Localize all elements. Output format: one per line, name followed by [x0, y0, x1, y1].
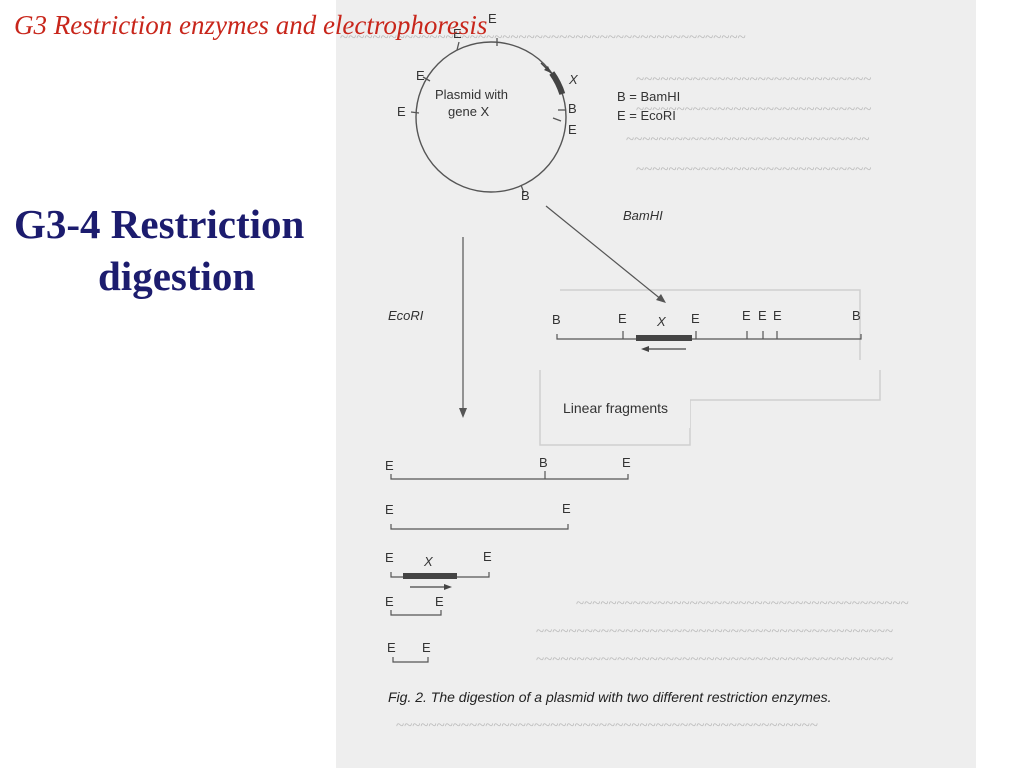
ecori-fragment-2-label-e2: E	[562, 501, 571, 516]
plasmid-label-line-2: gene X	[448, 104, 490, 119]
legend-ecori: E = EcoRI	[617, 108, 676, 123]
ecori-fragment-4-label-e1: E	[385, 594, 394, 609]
site-label-e1: E	[453, 26, 462, 41]
ecori-fragment-2-line	[390, 524, 569, 530]
plasmid-label-line-1: Plasmid with	[435, 87, 508, 102]
site-label-e3: E	[397, 104, 406, 119]
slide-title-line-2: digestion	[98, 253, 256, 299]
bamhi-linear-fragment: B E X E E E E B	[552, 308, 862, 352]
ecori-fragment-4-line	[390, 610, 442, 616]
linear-fragments-label-bg	[548, 390, 690, 428]
ecori-fragment-1: E B E	[385, 455, 631, 480]
ecori-fragment-4: E E	[385, 594, 444, 616]
ecori-fragment-1-label-e2: E	[622, 455, 631, 470]
bamhi-fragment-label-e2: E	[691, 311, 700, 326]
site-label-b1: B	[568, 101, 577, 116]
ecori-fragment-3-gene-arrowhead	[444, 584, 452, 590]
bamhi-fragment-label-e1: E	[618, 311, 627, 326]
slide-header: G3 Restriction enzymes and electrophores…	[14, 10, 488, 40]
ecori-arrowhead	[459, 408, 467, 418]
site-tick-e3	[410, 111, 420, 114]
ecori-fragment-3-label-e2: E	[483, 549, 492, 564]
bamhi-arrow	[545, 205, 663, 301]
gene-x-label: X	[568, 72, 579, 87]
gene-x-segment	[549, 71, 566, 95]
bamhi-fragment-label-e5: E	[773, 308, 782, 323]
scanned-figure-background: ~~~~~~~~~~~~~~~~~~~~~~~~~~~~~~~~~~~~~~~~…	[336, 0, 976, 768]
ecori-fragment-3-gene-x	[403, 573, 457, 579]
ecori-fragment-3: E X E	[385, 549, 492, 590]
ecori-fragment-2: E E	[385, 501, 571, 530]
bamhi-fragment-label-e4: E	[758, 308, 767, 323]
linear-fragments-label: Linear fragments	[563, 400, 668, 416]
figure-caption: Fig. 2. The digestion of a plasmid with …	[388, 689, 832, 705]
bamhi-arrowhead	[656, 294, 666, 303]
bamhi-fragment-line	[556, 334, 862, 340]
bamhi-label: BamHI	[623, 208, 663, 223]
legend-bamhi: B = BamHI	[617, 89, 680, 104]
site-tick-e1	[456, 41, 460, 51]
ecori-fragment-3-label-x: X	[423, 554, 434, 569]
bamhi-fragment-gene-arrowhead	[641, 346, 649, 352]
ecori-fragment-5: E E	[387, 640, 431, 663]
gene-x-arrowhead	[544, 66, 551, 73]
ecori-fragment-5-label-e2: E	[422, 640, 431, 655]
ecori-fragment-4-label-e2: E	[435, 594, 444, 609]
ecori-fragment-5-line	[392, 657, 429, 663]
site-label-e4: E	[488, 11, 497, 26]
ecori-fragment-3-label-e1: E	[385, 550, 394, 565]
ecori-fragment-1-label-b: B	[539, 455, 548, 470]
site-tick-e2	[422, 76, 431, 82]
ecori-fragment-1-line	[390, 474, 629, 480]
slide-title: G3-4 Restriction digestion	[14, 198, 424, 302]
site-label-e2: E	[416, 68, 425, 83]
bamhi-fragment-label-x: X	[656, 314, 667, 329]
site-label-b2: B	[521, 188, 530, 203]
site-label-e5: E	[568, 122, 577, 137]
bamhi-fragment-gene-x	[636, 335, 692, 341]
site-tick-e5	[552, 117, 562, 122]
slide-title-line-1: G3-4 Restriction	[14, 201, 305, 247]
plasmid-circle	[415, 41, 567, 193]
ecori-fragment-5-label-e1: E	[387, 640, 396, 655]
ecori-fragment-1-label-e1: E	[385, 458, 394, 473]
ecori-label: EcoRI	[388, 308, 424, 323]
bamhi-fragment-label-e3: E	[742, 308, 751, 323]
bamhi-fragment-label-b2: B	[852, 308, 861, 323]
bamhi-fragment-label-b1: B	[552, 312, 561, 327]
ecori-fragment-2-label-e1: E	[385, 502, 394, 517]
site-tick-b2	[520, 184, 525, 194]
